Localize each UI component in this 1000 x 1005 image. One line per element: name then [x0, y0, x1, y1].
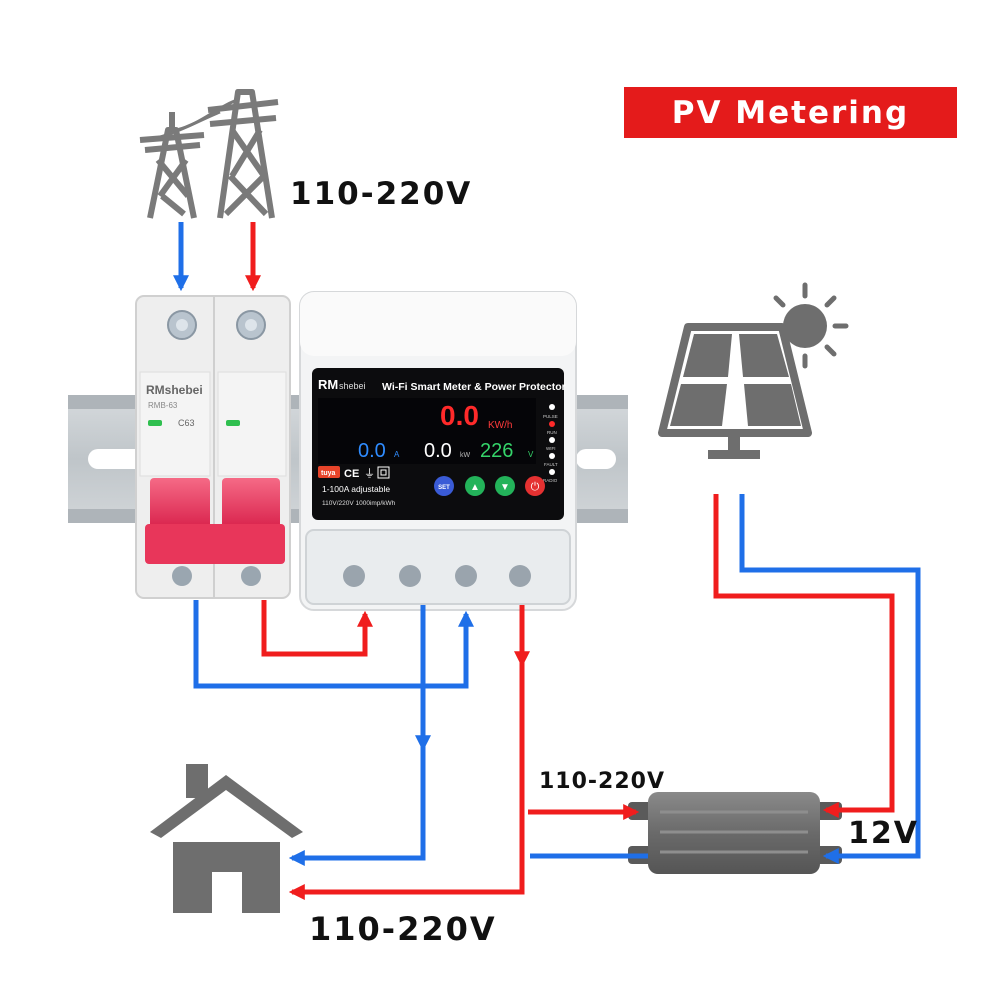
breaker-status-indicator [148, 420, 162, 426]
micro-inverter-icon [628, 792, 842, 874]
set-button[interactable]: SET [434, 476, 454, 496]
energy-reading: 0.0 [440, 400, 479, 431]
current-reading: 0.0 [358, 440, 386, 462]
breaker-toggle-bar[interactable] [145, 524, 285, 564]
power-unit: kW [460, 452, 471, 459]
meter-spec-line2: 110V/220V 1000imp/kWh [322, 500, 396, 507]
down-arrow-icon: ▼ [500, 482, 510, 493]
indicator-label: WIFI [546, 446, 556, 451]
grid-voltage-label: 110-220V [290, 176, 473, 212]
meter-spec-line1: 1-100A adjustable [322, 484, 390, 494]
tuya-logo-text: tuya [321, 470, 336, 477]
indicator-label: FAULT [544, 462, 558, 467]
voltage-reading: 226 [480, 440, 513, 462]
meter-brand-rest: shebei [339, 381, 366, 391]
ce-mark-icon: CE [344, 468, 359, 480]
power-reading: 0.0 [424, 440, 452, 462]
voltage-unit: V [528, 450, 534, 459]
power-icon: ⏻ [531, 481, 540, 493]
solar-panel-sun-icon [658, 282, 849, 459]
breaker-rating: C63 [178, 418, 195, 428]
house-icon [150, 764, 303, 913]
breaker-handle-right[interactable] [222, 478, 280, 530]
terminal-cover [305, 529, 571, 605]
breaker-model: RMB-63 [148, 401, 178, 410]
panel-dc-voltage-label: 12V [848, 816, 919, 851]
up-button[interactable]: ▲ [465, 476, 485, 496]
breaker-to-meter-neutral-wire [193, 600, 475, 689]
indicator-lights: PULSE RUN WIFI FAULT RADIO [543, 404, 558, 483]
breaker-to-meter-live-wire [261, 600, 374, 657]
inverter-ac-voltage-label: 110-220V [539, 769, 666, 794]
set-button-label: SET [438, 485, 450, 491]
breaker-status-indicator [226, 420, 240, 426]
circuit-breaker: RMshebei RMB-63 C63 [135, 295, 291, 599]
meter-brand-bold: RM [318, 377, 338, 392]
up-arrow-icon: ▲ [470, 482, 480, 493]
smart-meter: RM shebei Wi-Fi Smart Meter & Power Prot… [299, 291, 577, 611]
house-voltage-label: 110-220V [309, 910, 497, 948]
meter-terminal-1 [343, 565, 365, 587]
indicator-label: RADIO [543, 478, 558, 483]
meter-title: Wi-Fi Smart Meter & Power Protector [382, 381, 566, 393]
current-unit: A [394, 450, 400, 459]
meter-terminal-4 [509, 565, 531, 587]
pv-metering-title: PV Metering [624, 87, 957, 138]
meter-terminal-3 [455, 565, 477, 587]
solar-positive-dc-wire [713, 494, 895, 819]
tuya-logo-icon [318, 466, 340, 478]
solar-negative-dc-wire [739, 494, 921, 865]
indicator-label: PULSE [543, 414, 558, 419]
power-tower-icon [139, 89, 279, 219]
down-button[interactable]: ▼ [495, 476, 515, 496]
power-button[interactable]: ⏻ [525, 476, 545, 496]
breaker-brand: RMshebei [146, 383, 203, 397]
double-insulation-icon [377, 466, 390, 479]
breaker-handle-left[interactable] [150, 478, 210, 530]
meter-terminal-2 [399, 565, 421, 587]
ground-symbol-icon: ⏚ [364, 467, 375, 480]
live-to-house-wire [288, 664, 525, 901]
indicator-label: RUN [547, 430, 557, 435]
neutral-to-house-wire [288, 748, 426, 867]
energy-unit: KW/h [488, 420, 512, 431]
